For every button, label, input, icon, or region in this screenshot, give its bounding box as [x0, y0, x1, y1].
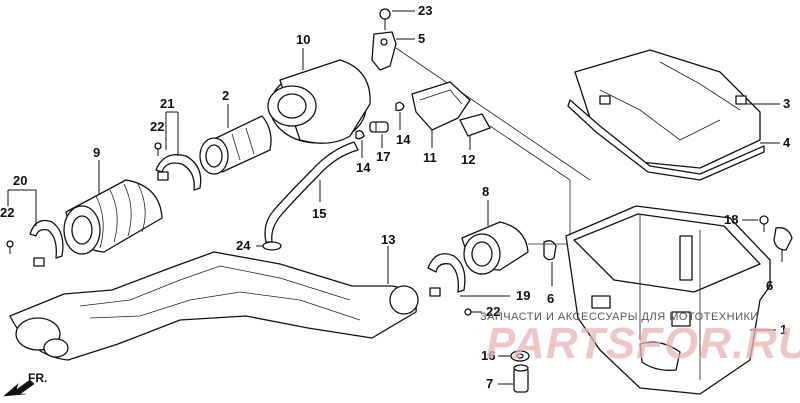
part-drain-tube-7	[513, 364, 529, 393]
part-bracket-5	[371, 31, 397, 71]
part-housing-11	[411, 81, 471, 131]
callout-16: 16	[481, 348, 495, 363]
part-connecting-tube-2	[199, 115, 272, 175]
reference-line-5	[395, 47, 591, 181]
callout-13: 13	[381, 232, 395, 247]
part-filter-12	[459, 113, 491, 137]
callout-2: 2	[222, 88, 229, 103]
part-bolt-18	[759, 215, 769, 232]
callout-22b: 22	[0, 205, 14, 220]
callout-19: 19	[516, 288, 530, 303]
callout-12: 12	[461, 152, 475, 167]
part-air-box-cover	[567, 49, 765, 181]
callout-9: 9	[93, 145, 100, 160]
callout-15: 15	[312, 206, 326, 221]
part-clip-14a	[395, 101, 405, 112]
callout-6a: 6	[547, 291, 554, 306]
callout-1: 1	[780, 322, 787, 337]
callout-23: 23	[418, 3, 432, 18]
part-bolt-23	[379, 8, 391, 30]
callout-22c: 22	[486, 304, 500, 319]
part-clamp-20	[29, 219, 64, 267]
callout-4: 4	[783, 135, 791, 150]
callout-7: 7	[486, 376, 493, 391]
part-funnel-8	[461, 221, 529, 275]
callout-22a: 22	[150, 119, 164, 134]
callout-17: 17	[376, 149, 390, 164]
part-clip-24	[262, 241, 282, 251]
part-clamp-19	[427, 253, 466, 297]
part-clip-6b	[773, 227, 793, 251]
part-clamp-21	[155, 153, 202, 191]
part-screw-22a	[154, 142, 162, 156]
front-direction-arrow-icon	[3, 379, 35, 397]
direction-label: FR.	[28, 371, 47, 385]
callout-5: 5	[418, 31, 425, 46]
callout-3: 3	[783, 96, 790, 111]
callout-14a: 14	[396, 132, 411, 147]
callout-21: 21	[160, 96, 174, 111]
callout-8: 8	[482, 184, 489, 199]
part-washer-16	[510, 350, 530, 362]
callout-20: 20	[13, 173, 27, 188]
part-intake-duct-13	[9, 251, 419, 361]
callout-6b: 6	[766, 278, 773, 293]
callout-10: 10	[296, 32, 310, 47]
reference-line-12	[489, 125, 571, 181]
callout-18: 18	[724, 212, 738, 227]
part-duct-9	[63, 179, 163, 255]
callout-11: 11	[423, 150, 437, 165]
watermark-text: ЗАПЧАСТИ И АКСЕССУАРЫ ДЛЯ МОТОТЕХНИКИ	[480, 311, 759, 323]
part-air-box-1	[565, 205, 771, 395]
part-clip-14b	[355, 130, 365, 140]
part-clip-6a	[543, 240, 557, 261]
part-breather-hose-15	[264, 141, 359, 243]
callout-14b: 14	[356, 160, 371, 175]
part-screw-22c	[464, 308, 482, 316]
callout-24: 24	[236, 238, 251, 253]
watermark-logo: PARTSFOR.RU	[486, 319, 800, 368]
part-nipple-17	[369, 121, 389, 133]
part-screw-22b	[6, 240, 14, 254]
part-air-filter-element	[267, 59, 371, 144]
